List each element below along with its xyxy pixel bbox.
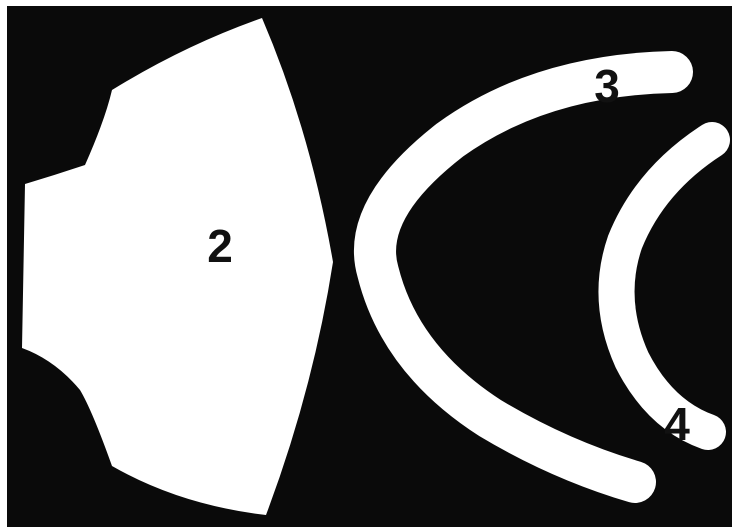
label-piece-3: 3 [594,60,620,112]
label-piece-2: 2 [207,220,233,272]
label-piece-4: 4 [664,398,690,450]
